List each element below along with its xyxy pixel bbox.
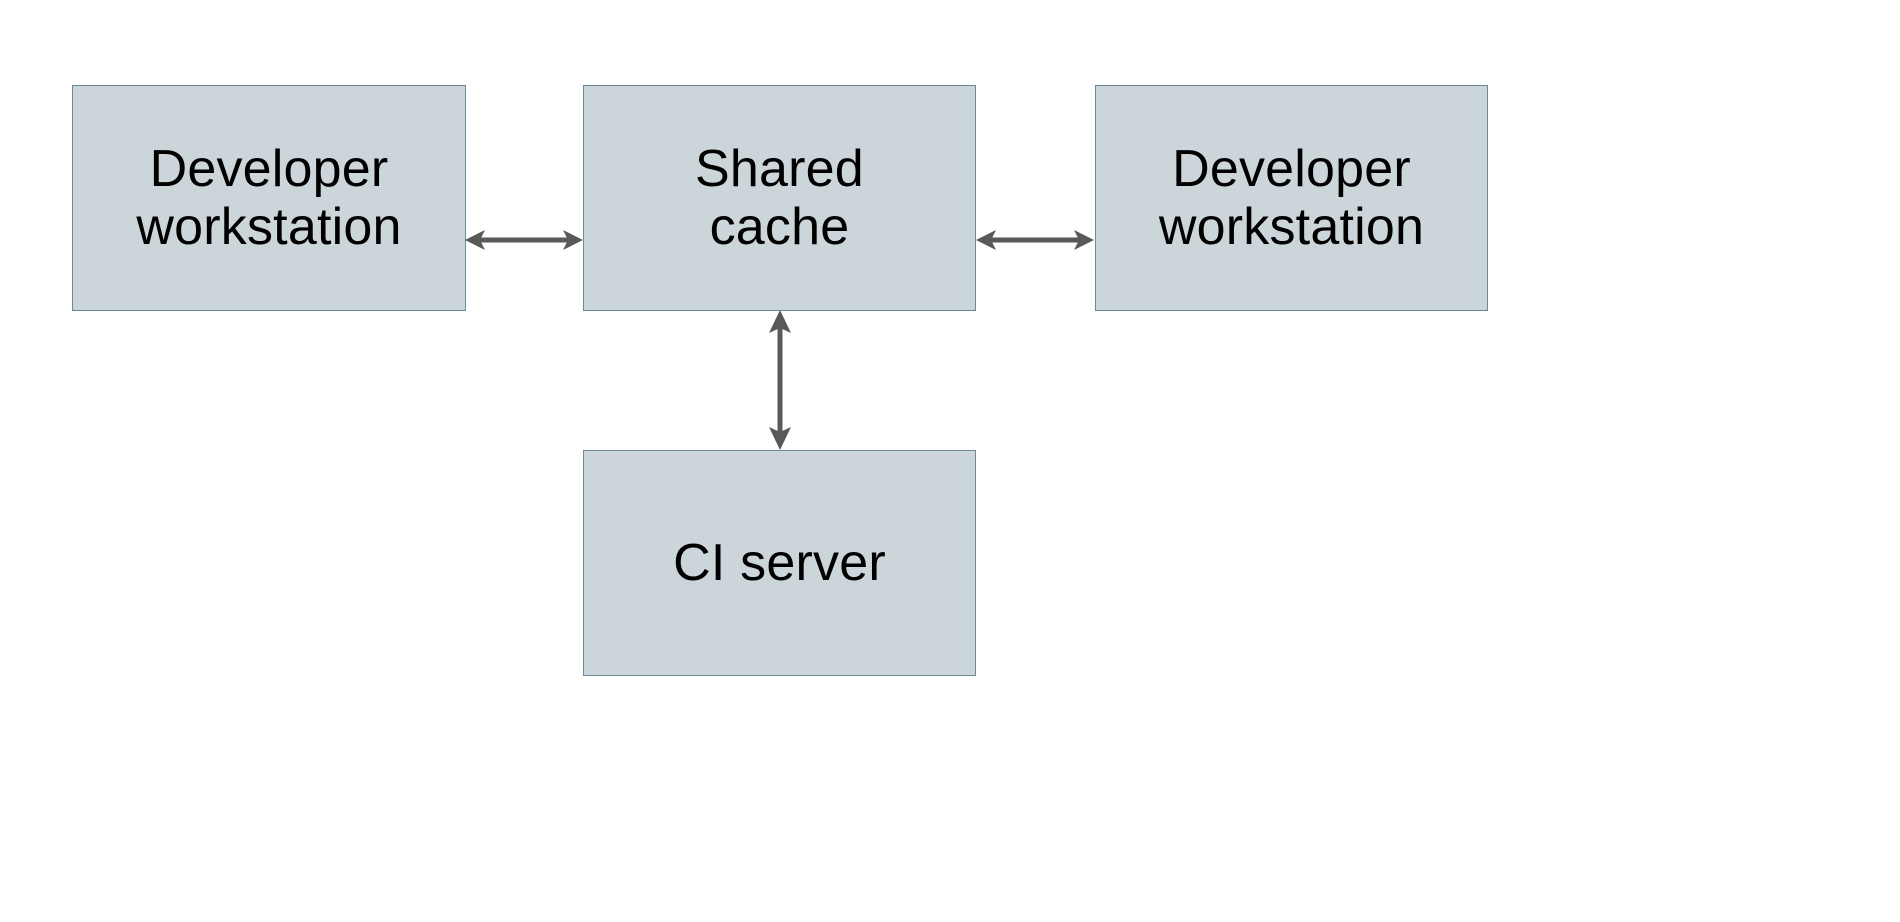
node-label: Developer workstation: [136, 139, 402, 256]
arrowhead-right-icon: [563, 230, 583, 250]
node-developer-workstation-right[interactable]: Developer workstation: [1095, 85, 1488, 311]
connector-developer-left-to-shared-cache[interactable]: [463, 215, 585, 265]
node-label: Developer workstation: [1158, 139, 1425, 256]
connector-shared-cache-to-ci-server[interactable]: [755, 308, 805, 452]
arrowhead-left-icon: [465, 230, 485, 250]
node-ci-server[interactable]: CI server: [583, 450, 976, 676]
arrowhead-down-icon: [769, 427, 791, 450]
node-label: Shared cache: [695, 139, 864, 256]
node-developer-workstation-left[interactable]: Developer workstation: [72, 85, 466, 311]
connector-shared-cache-to-developer-right[interactable]: [974, 215, 1096, 265]
node-shared-cache[interactable]: Shared cache: [583, 85, 976, 311]
arrowhead-left-icon: [976, 230, 996, 250]
arrowhead-up-icon: [769, 310, 791, 333]
node-label: CI server: [673, 533, 886, 592]
arrowhead-right-icon: [1074, 230, 1094, 250]
